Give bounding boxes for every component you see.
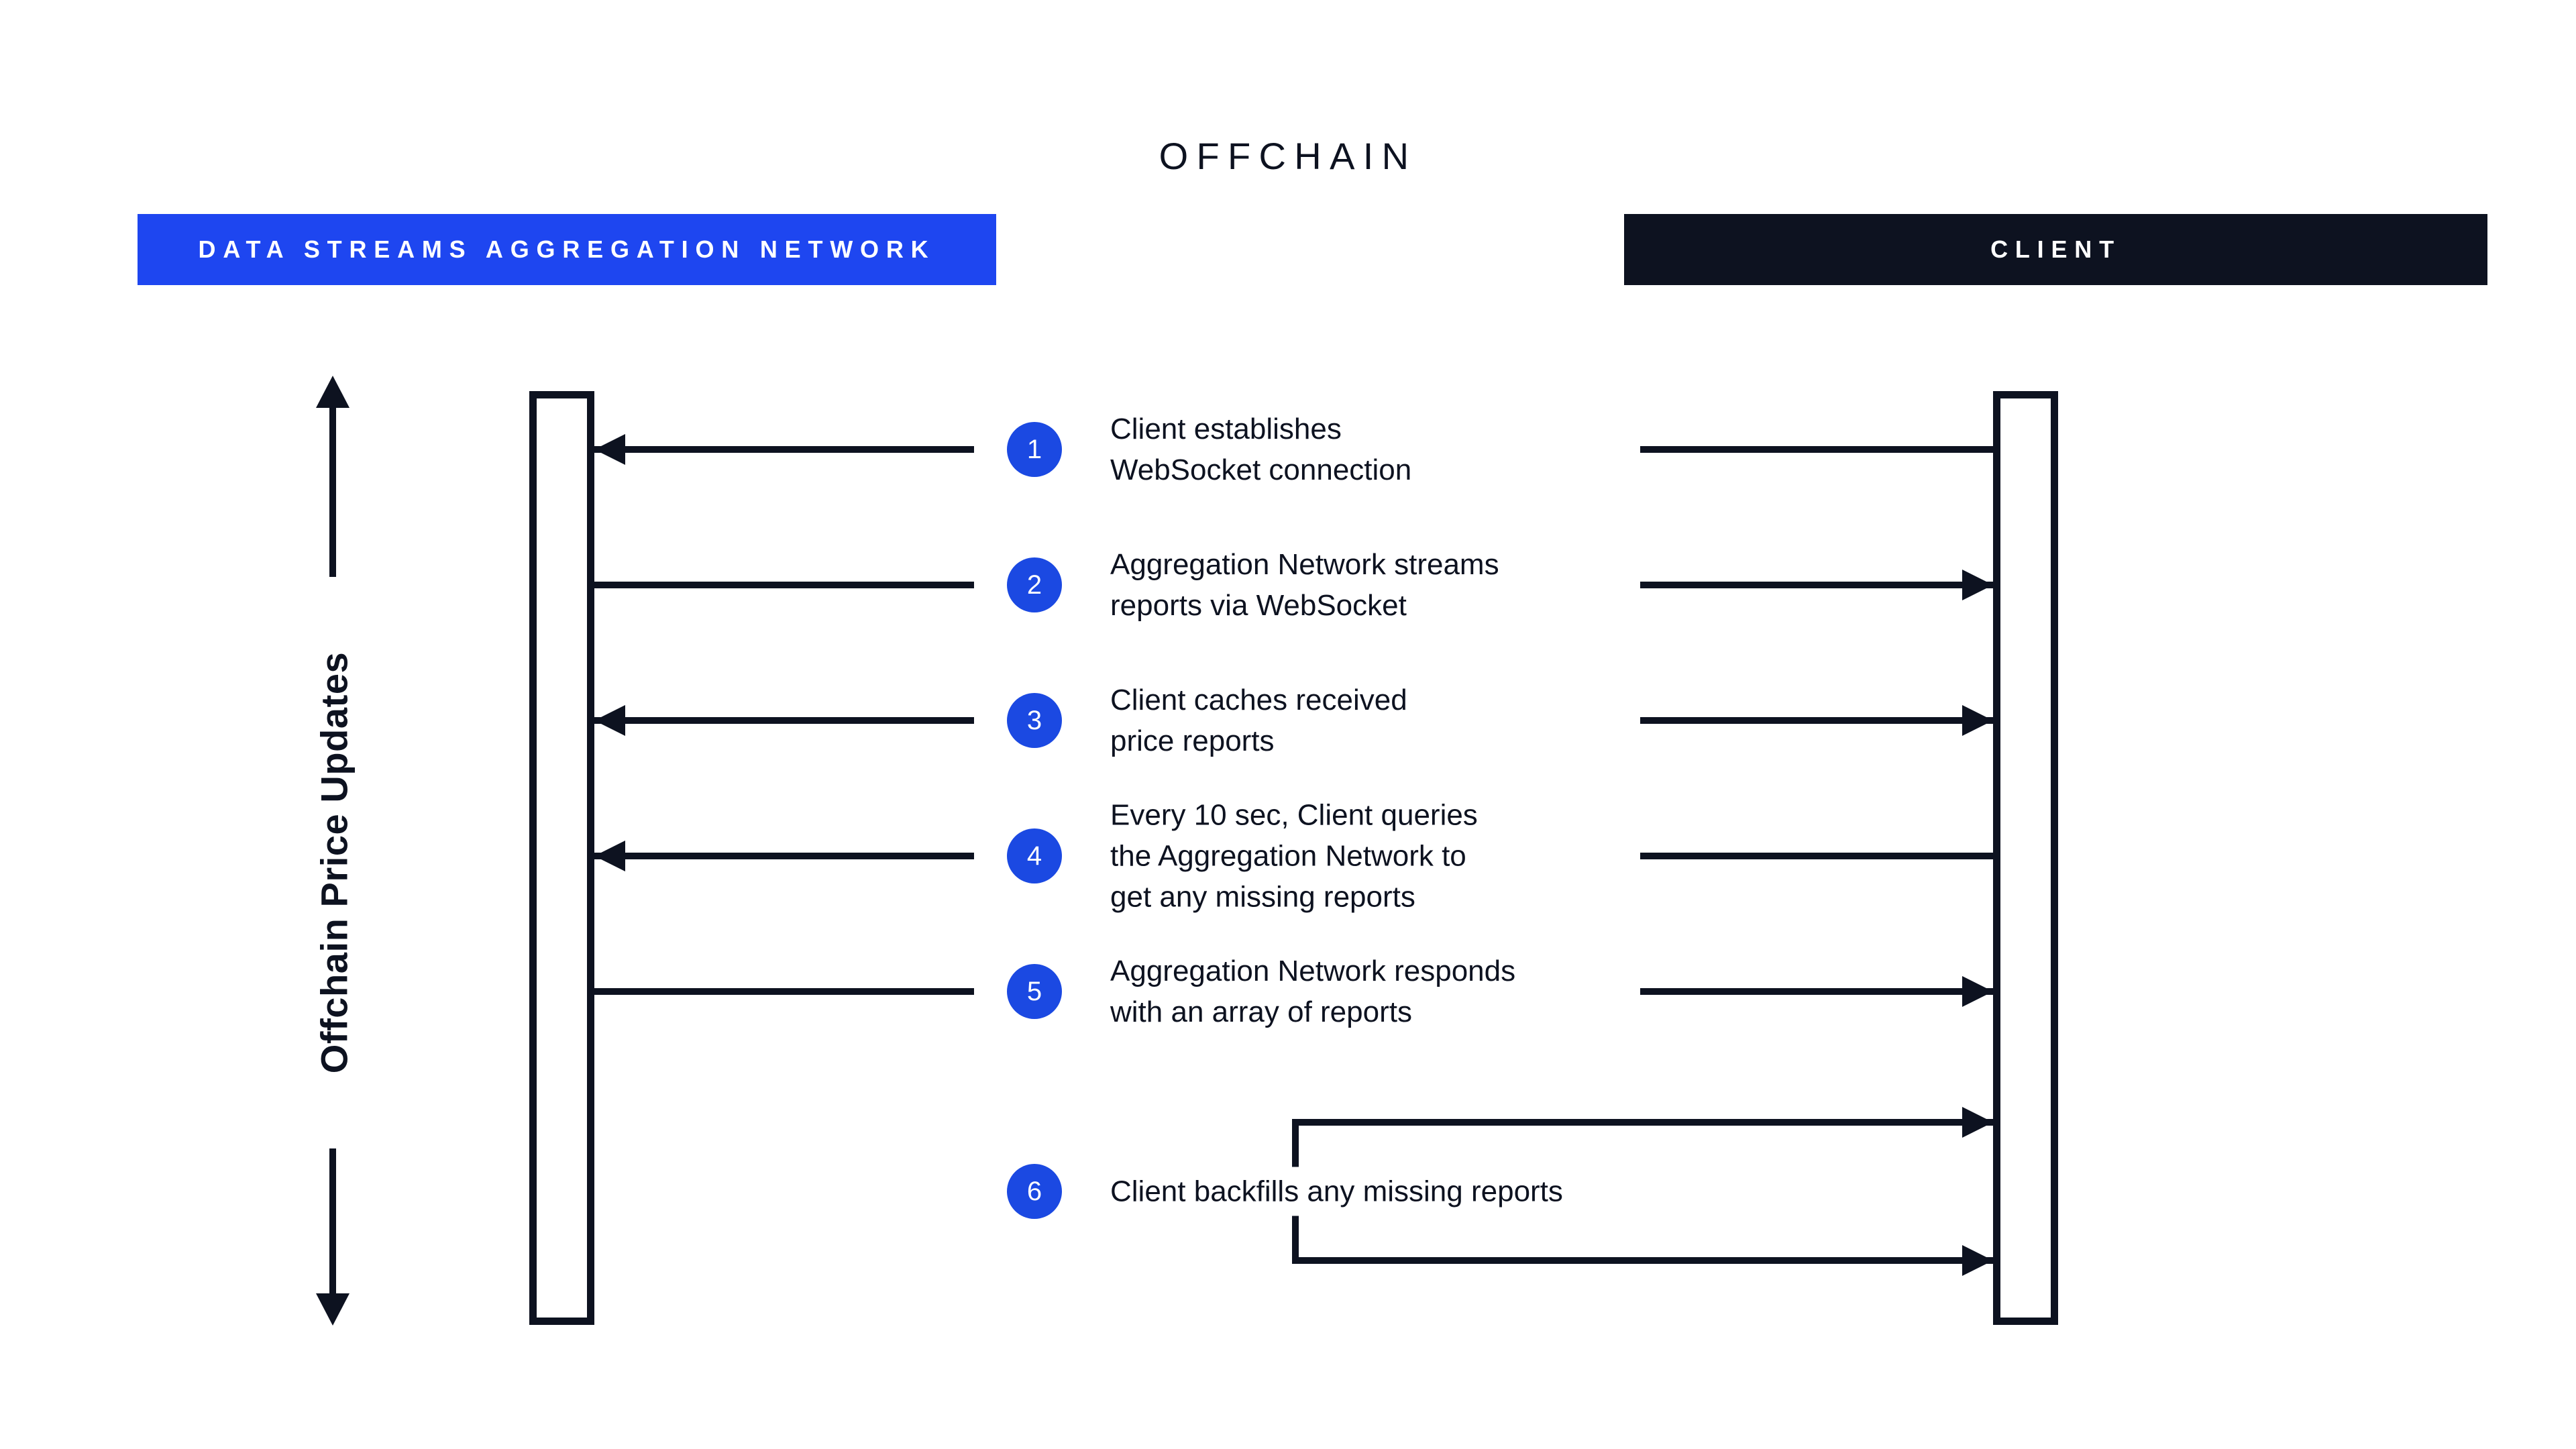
step-6-loop-top-line bbox=[1292, 1119, 1993, 1126]
step-6-text: Client backfills any missing reports bbox=[1110, 1167, 1575, 1216]
lifeline-aggregation-network bbox=[529, 391, 594, 1325]
step-5-arrowhead-right-icon bbox=[1962, 976, 1993, 1007]
step-3-arrowhead-right-icon bbox=[1962, 705, 1993, 736]
step-2-line-to-client bbox=[1640, 582, 1993, 588]
step-4-text: Every 10 sec, Client queries the Aggrega… bbox=[1110, 798, 1478, 914]
axis-line-top-segment bbox=[329, 405, 336, 577]
actor-label-client: CLIENT bbox=[1990, 235, 2121, 263]
step-5-line-to-client bbox=[1640, 988, 1993, 995]
step-6-number: 6 bbox=[1026, 1176, 1042, 1206]
step-6-number-badge: 6 bbox=[1007, 1164, 1062, 1219]
step-3-line-to-client bbox=[1640, 717, 1993, 724]
step-1-line-to-network bbox=[594, 446, 974, 453]
step-3-line-to-network bbox=[594, 717, 974, 724]
step-5-number-badge: 5 bbox=[1007, 964, 1062, 1019]
step-2-number-badge: 2 bbox=[1007, 557, 1062, 612]
step-3-arrowhead-left-icon bbox=[594, 705, 625, 736]
step-4-arrowhead-left-icon bbox=[594, 841, 625, 871]
step-1-number: 1 bbox=[1026, 434, 1042, 464]
step-3-number: 3 bbox=[1026, 705, 1042, 735]
axis-label: Offchain Price Updates bbox=[313, 651, 356, 1074]
actor-bar-client: CLIENT bbox=[1624, 214, 2487, 285]
step-3-text: Client caches received price reports bbox=[1110, 684, 1407, 757]
step-5-number: 5 bbox=[1026, 976, 1042, 1006]
lifeline-client bbox=[1993, 391, 2058, 1325]
step-2-line-from-network bbox=[594, 582, 974, 588]
step-1-text: Client establishes WebSocket connection bbox=[1110, 413, 1412, 486]
step-1-line-from-client bbox=[1640, 446, 1993, 453]
step-2-number: 2 bbox=[1026, 570, 1042, 600]
step-4-line-to-network bbox=[594, 853, 974, 859]
axis-arrow-down-icon bbox=[316, 1293, 350, 1326]
step-4-number: 4 bbox=[1026, 841, 1042, 871]
step-1-arrowhead-left-icon bbox=[594, 434, 625, 465]
step-2-text: Aggregation Network streams reports via … bbox=[1110, 548, 1499, 622]
step-4-number-badge: 4 bbox=[1007, 828, 1062, 883]
step-5-text: Aggregation Network responds with an arr… bbox=[1110, 955, 1516, 1028]
step-6-loop-bottom-line bbox=[1292, 1257, 1993, 1264]
step-3-number-badge: 3 bbox=[1007, 693, 1062, 748]
step-5-line-from-network bbox=[594, 988, 974, 995]
step-1-number-badge: 1 bbox=[1007, 422, 1062, 477]
actor-bar-aggregation-network: DATA STREAMS AGGREGATION NETWORK bbox=[138, 214, 996, 285]
axis-arrow-up-icon bbox=[316, 376, 350, 408]
axis-line-bottom-segment bbox=[329, 1148, 336, 1296]
actor-label-aggregation-network: DATA STREAMS AGGREGATION NETWORK bbox=[198, 235, 936, 263]
diagram-title: OFFCHAIN bbox=[1159, 135, 1417, 177]
step-4-line-from-client bbox=[1640, 853, 1993, 859]
step-2-arrowhead-right-icon bbox=[1962, 570, 1993, 600]
